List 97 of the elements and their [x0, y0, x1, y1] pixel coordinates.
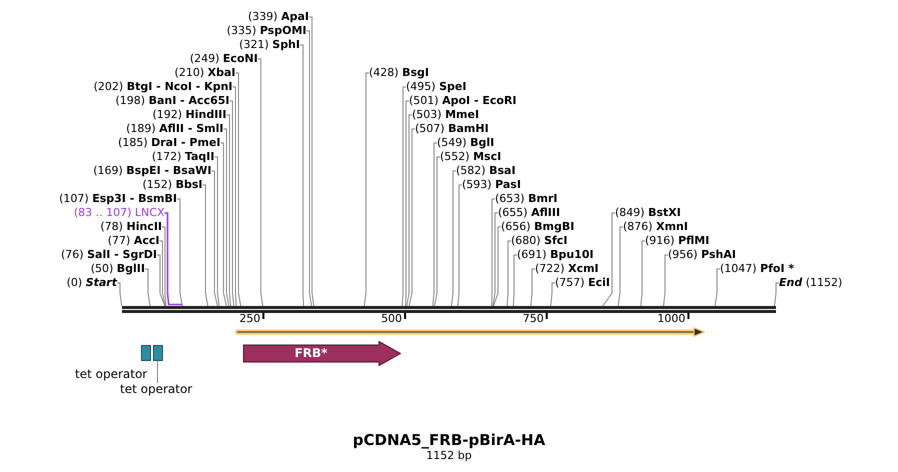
cut-site-label: (757) EciI	[555, 276, 610, 288]
cut-site-label: (198) BanI - Acc65I	[115, 94, 230, 106]
leader-line	[300, 44, 304, 306]
cut-site-label: (77) AccI	[108, 234, 160, 246]
cut-site-label: (335) PspOMI	[226, 24, 306, 36]
feature-label: (83 .. 107) LNCX	[74, 206, 164, 218]
leader-line	[306, 30, 312, 306]
cut-site-label: (189) AflII - SmlI	[126, 122, 224, 134]
leader-line	[214, 156, 220, 306]
sequence-end-label: (0) Start	[66, 276, 117, 288]
cut-site-label: (552) MscI	[440, 150, 502, 162]
leader-line	[220, 142, 227, 306]
leader-line	[308, 16, 314, 306]
cut-site-label: (339) ApaI	[248, 10, 309, 22]
leader-line	[235, 72, 242, 306]
cut-site-label: (507) BamHI	[415, 122, 489, 134]
cut-site-label: (501) ApoI - EcoRI	[409, 94, 517, 106]
leader-line	[156, 254, 166, 306]
cut-site-label: (593) PasI	[462, 178, 521, 190]
cut-site-label: (76) SalI - SgrDI	[61, 248, 157, 260]
leader-line	[164, 212, 182, 306]
leader-line	[714, 268, 720, 306]
cut-site-label: (653) BmrI	[495, 192, 558, 204]
dna-backbone	[122, 306, 776, 313]
tick-label: 250	[239, 312, 260, 325]
cut-site-label: (428) BsgI	[369, 66, 429, 78]
leader-line	[202, 184, 208, 306]
leader-line	[640, 240, 646, 306]
leader-line	[506, 240, 512, 306]
cut-site-label: (192) HindIII	[152, 108, 226, 120]
cut-site-label: (655) AflIII	[498, 206, 560, 218]
cut-site-label: (169) BspEI - BsaWI	[93, 164, 212, 176]
cut-site-label: (656) BmgBI	[501, 220, 574, 232]
leader-line	[492, 212, 498, 306]
cut-site-label: (956) PshAI	[668, 248, 736, 260]
feature-label: tet operator	[75, 368, 148, 380]
leader-line	[402, 86, 406, 306]
cut-site-label: (152) BbsI	[142, 178, 202, 190]
leader-line	[406, 114, 412, 306]
leader-line	[434, 156, 440, 306]
cut-site-label: (78) HincII	[100, 220, 162, 232]
cut-site-label: (249) EcoNI	[190, 52, 258, 64]
cut-site-label: (549) BglI	[437, 136, 494, 148]
leader-line	[364, 72, 370, 306]
leader-line	[162, 226, 166, 306]
leader-line	[432, 142, 438, 306]
feature-box	[152, 345, 162, 361]
leader-line	[405, 100, 410, 306]
leader-line	[176, 198, 183, 306]
feature-label: tet operator	[120, 383, 192, 396]
leader-line	[602, 212, 616, 306]
leader-line	[512, 254, 518, 306]
leader-line	[144, 268, 150, 306]
leader-line	[257, 58, 264, 306]
leader-line	[493, 226, 502, 306]
cut-site-label: (495) SpeI	[406, 80, 466, 92]
leader-line	[491, 198, 496, 306]
sequence-end-label: End (1152)	[779, 276, 842, 288]
leader-line	[157, 360, 158, 384]
tick-label: 1000	[657, 312, 686, 325]
leader-line	[159, 240, 166, 306]
cut-site-label: (321) SphI	[239, 38, 300, 50]
leader-line	[408, 128, 416, 306]
cut-site-label: (50) BglII	[90, 262, 145, 274]
map-title: pCDNA5_FRB-pBirA-HA	[352, 431, 546, 449]
leader-line	[229, 100, 234, 306]
leader-line	[232, 86, 237, 306]
cut-site-label: (210) XbaI	[174, 66, 236, 78]
feature-label: FRB*	[294, 347, 328, 360]
cut-site-label: (691) Bpu10I	[517, 248, 594, 260]
cut-site-label: (680) SfcI	[511, 234, 568, 246]
cut-site-label: (172) TaqII	[152, 150, 214, 162]
tick-label: 500	[381, 312, 402, 325]
tick-label: 750	[522, 312, 544, 325]
leader-line	[774, 282, 780, 306]
leader-line	[618, 226, 624, 306]
leader-line	[116, 282, 122, 306]
leader-line	[211, 170, 218, 306]
cut-site-label: (876) XmnI	[623, 220, 688, 232]
leader-line	[663, 254, 668, 306]
leader-line	[451, 170, 456, 306]
cut-site-label: (503) MmeI	[412, 108, 480, 120]
cut-site-label: (107) Esp3I - BsmBI	[59, 192, 177, 204]
cut-site-label: (916) PflMI	[645, 234, 710, 246]
leader-line	[226, 114, 231, 306]
leader-line	[530, 268, 536, 306]
cut-site-label: (582) BsaI	[456, 164, 516, 176]
leader-line	[550, 282, 556, 306]
leader-line	[223, 128, 230, 306]
cut-site-label: (722) XcmI	[535, 262, 599, 274]
map-caption: 1152 bp	[426, 449, 472, 462]
cut-site-label: (185) DraI - PmeI	[118, 136, 220, 148]
cut-site-label: (849) BstXI	[615, 206, 681, 218]
orf-track	[235, 327, 705, 337]
leader-line	[457, 184, 462, 306]
cut-site-label: (202) BtgI - NcoI - KpnI	[94, 80, 232, 92]
cut-site-label: (1047) PfoI *	[720, 262, 794, 274]
